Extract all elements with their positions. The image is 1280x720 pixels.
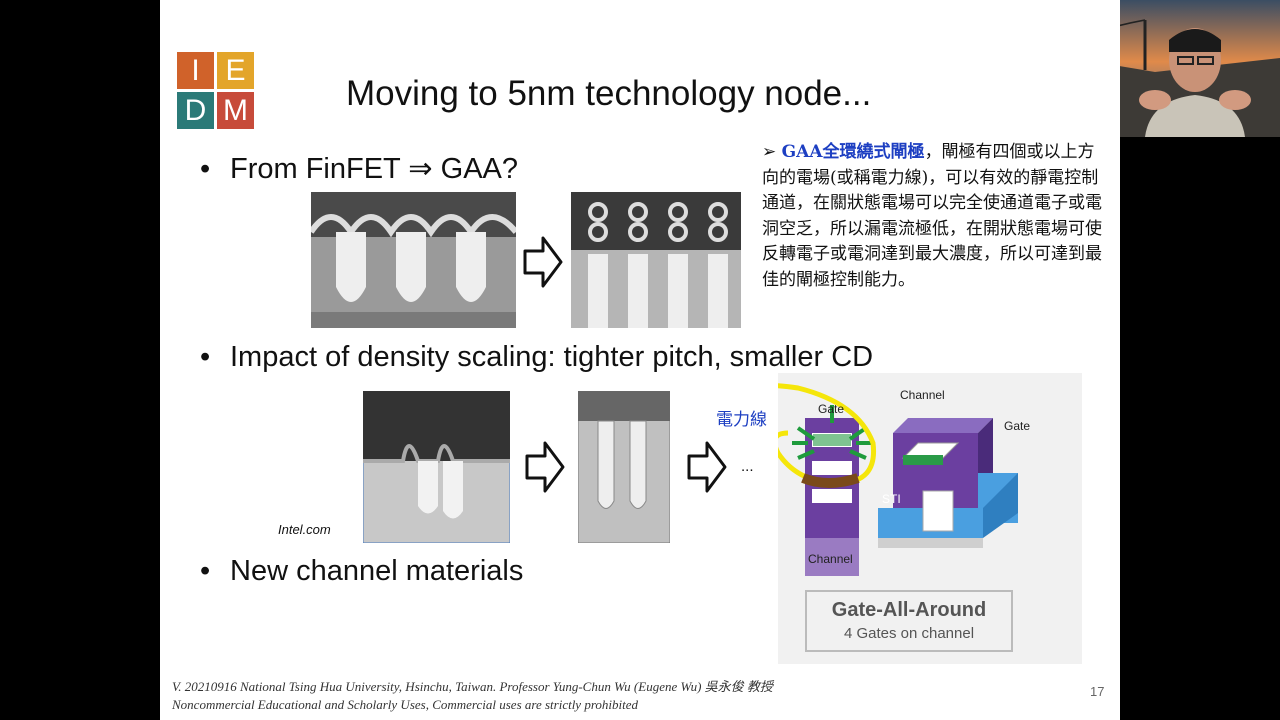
- slide: I E D M Moving to 5nm technology node...…: [160, 0, 1120, 720]
- bullet-item: • New channel materials: [200, 555, 523, 588]
- annotation-field-lines: 電力線: [716, 410, 767, 430]
- bullet-dot: •: [200, 341, 211, 373]
- footer-line: V. 20210916 National Tsing Hua Universit…: [172, 679, 773, 694]
- right-arrow-icon: [525, 441, 565, 493]
- bullet-item: • From FinFET ⇒ GAA?: [200, 151, 518, 186]
- sti-label: STI: [882, 492, 901, 506]
- right-arrow-icon: [523, 236, 563, 288]
- bullet-dot: •: [200, 555, 211, 587]
- gate-label-right: Gate: [1004, 419, 1030, 433]
- logo-letter: I: [177, 52, 214, 89]
- page-number: 17: [1090, 684, 1105, 699]
- bullet-dot: •: [200, 153, 211, 185]
- right-arrow-icon: [687, 441, 727, 493]
- note-highlight: GAA全環繞式閘極: [781, 142, 925, 162]
- channel-label-top: Channel: [900, 388, 945, 402]
- note-marker: ➢: [762, 142, 782, 162]
- footer-line: Noncommercial Educational and Scholarly …: [172, 697, 639, 712]
- slide-title: Moving to 5nm technology node...: [346, 74, 872, 113]
- bullet-text: Impact of density scaling: tighter pitch…: [230, 341, 874, 373]
- gaa-box-title: Gate-All-Around: [832, 599, 986, 621]
- iedm-logo: I E D M: [177, 52, 254, 130]
- ellipsis: ...: [741, 458, 754, 475]
- finfet-tem-image: [311, 192, 516, 328]
- bullet-text: From FinFET ⇒ GAA?: [230, 153, 519, 185]
- intel-tem-image-narrow: [578, 391, 670, 543]
- slide-footer: V. 20210916 National Tsing Hua Universit…: [172, 678, 773, 714]
- bullet-item: • Impact of density scaling: tighter pitc…: [200, 341, 873, 374]
- bullet-text: New channel materials: [230, 555, 524, 587]
- logo-letter: D: [177, 92, 214, 129]
- gaa-note: ➢ GAA全環繞式閘極，閘極有四個或以上方向的電場(或稱電力線)，可以有效的靜電…: [762, 140, 1107, 293]
- gaa-diagram: Gate Channel Gate STI Channel Gate-All-A…: [778, 373, 1082, 664]
- note-body: ，閘極有四個或以上方向的電場(或稱電力線)，可以有效的靜電控制通道，在關狀態電場…: [762, 142, 1102, 290]
- intel-tem-image-wide: [363, 391, 510, 543]
- logo-letter: E: [217, 52, 254, 89]
- channel-label-bottom: Channel: [808, 552, 853, 566]
- gaa-tem-image: [571, 192, 741, 328]
- logo-letter: M: [217, 92, 254, 129]
- gate-label-left: Gate: [818, 402, 844, 416]
- gaa-box-subtitle: 4 Gates on channel: [844, 625, 974, 642]
- image-credit: Intel.com: [278, 522, 331, 537]
